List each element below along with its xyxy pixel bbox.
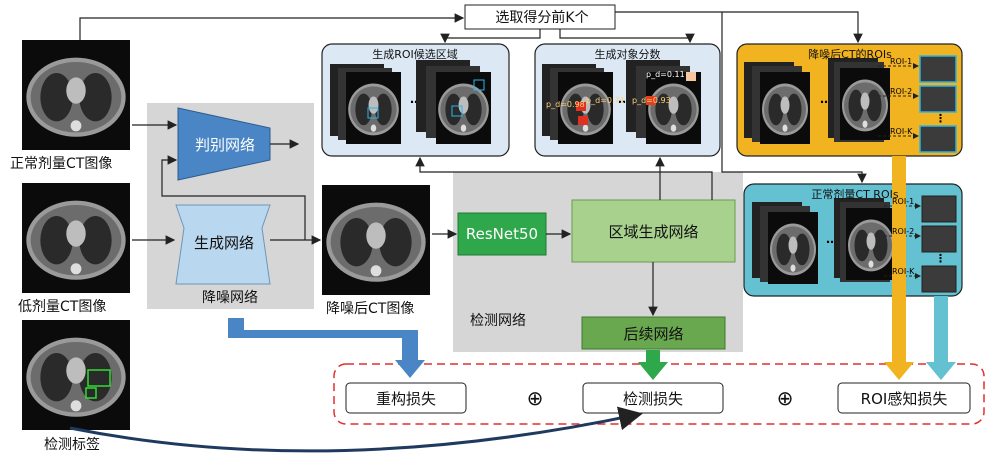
discriminator-label: 判别网络 [194, 135, 255, 154]
roi-label: ROI-2 [892, 227, 915, 236]
reconstruction-loss-label: 重构损失 [375, 389, 436, 408]
object-score-panel: ⋯ [534, 43, 721, 157]
denoised-rois-title: 降噪后CT的ROIs [808, 48, 892, 61]
discriminator-shape [177, 107, 271, 181]
plus-icon: ⊕ [526, 386, 544, 410]
top-k-box [464, 4, 616, 30]
label-image-label: 检测标签 [44, 437, 100, 453]
roi-label: ROI-2 [890, 87, 913, 96]
label-to-loss-curve [69, 406, 643, 453]
normal-ct-label: 正常剂量CT图像 [10, 156, 113, 172]
denoised-ct-image [322, 185, 430, 295]
object-score-title: 生成对象分数 [594, 48, 661, 61]
flow-arrows [79, 11, 867, 317]
detection-flow-arrow [638, 350, 668, 380]
reconstruction-flow-arrow [228, 318, 425, 378]
denoise-network-title: 降噪网络 [202, 290, 258, 306]
roi-label: ROI-1 [890, 57, 913, 66]
score-label: p_d=0.98 [546, 100, 585, 109]
low-ct-image [22, 183, 130, 293]
score-label: p_d=0.93 [632, 96, 671, 105]
svg-text:⋮: ⋮ [935, 252, 946, 265]
denoised-rois-panel: ⋯ ⋮ [736, 43, 963, 157]
roi-label: ROI-K [892, 267, 915, 276]
reconstruction-loss-box [345, 382, 467, 414]
roi-loss-label: ROI感知损失 [860, 389, 948, 408]
head-label: 后续网络 [623, 324, 684, 343]
resnet50-label: ResNet50 [465, 225, 539, 243]
normal-ct-image [22, 40, 130, 150]
low-ct-label: 低剂量CT图像 [18, 299, 107, 315]
generator-label: 生成网络 [193, 233, 254, 252]
plus-icon: ⊕ [776, 386, 794, 410]
detection-loss-box [582, 382, 724, 414]
top-k-label: 选取得分前K个 [495, 10, 589, 26]
svg-text:⋮: ⋮ [935, 112, 946, 125]
score-label: p_d=0.71 [586, 96, 625, 105]
roi-candidate-panel: ⋯ [321, 43, 510, 157]
roi-candidate-title: 生成ROI候选区域 [372, 48, 458, 61]
score-label: p_d=0.11 [646, 70, 685, 79]
denoised-roi-flow-arrow [884, 156, 914, 380]
normal-rois-panel: ⋯ ⋮ [743, 183, 963, 297]
label-ct-image [22, 320, 130, 430]
roi-label: ROI-K [890, 127, 913, 136]
normal-rois-title: 正常剂量CT ROIs [811, 188, 899, 201]
rpn-label: 区域生成网络 [608, 222, 699, 241]
detection-loss-label: 检测损失 [622, 389, 683, 408]
detection-network-title: 检测网络 [470, 313, 526, 329]
denoised-ct-label: 降噪后CT图像 [326, 301, 415, 317]
normal-roi-flow-arrow [926, 296, 956, 380]
head-box [581, 316, 726, 350]
roi-label: ROI-1 [892, 197, 915, 206]
roi-loss-box [837, 382, 971, 414]
generator-shape [175, 204, 271, 285]
rpn-box [571, 199, 736, 263]
